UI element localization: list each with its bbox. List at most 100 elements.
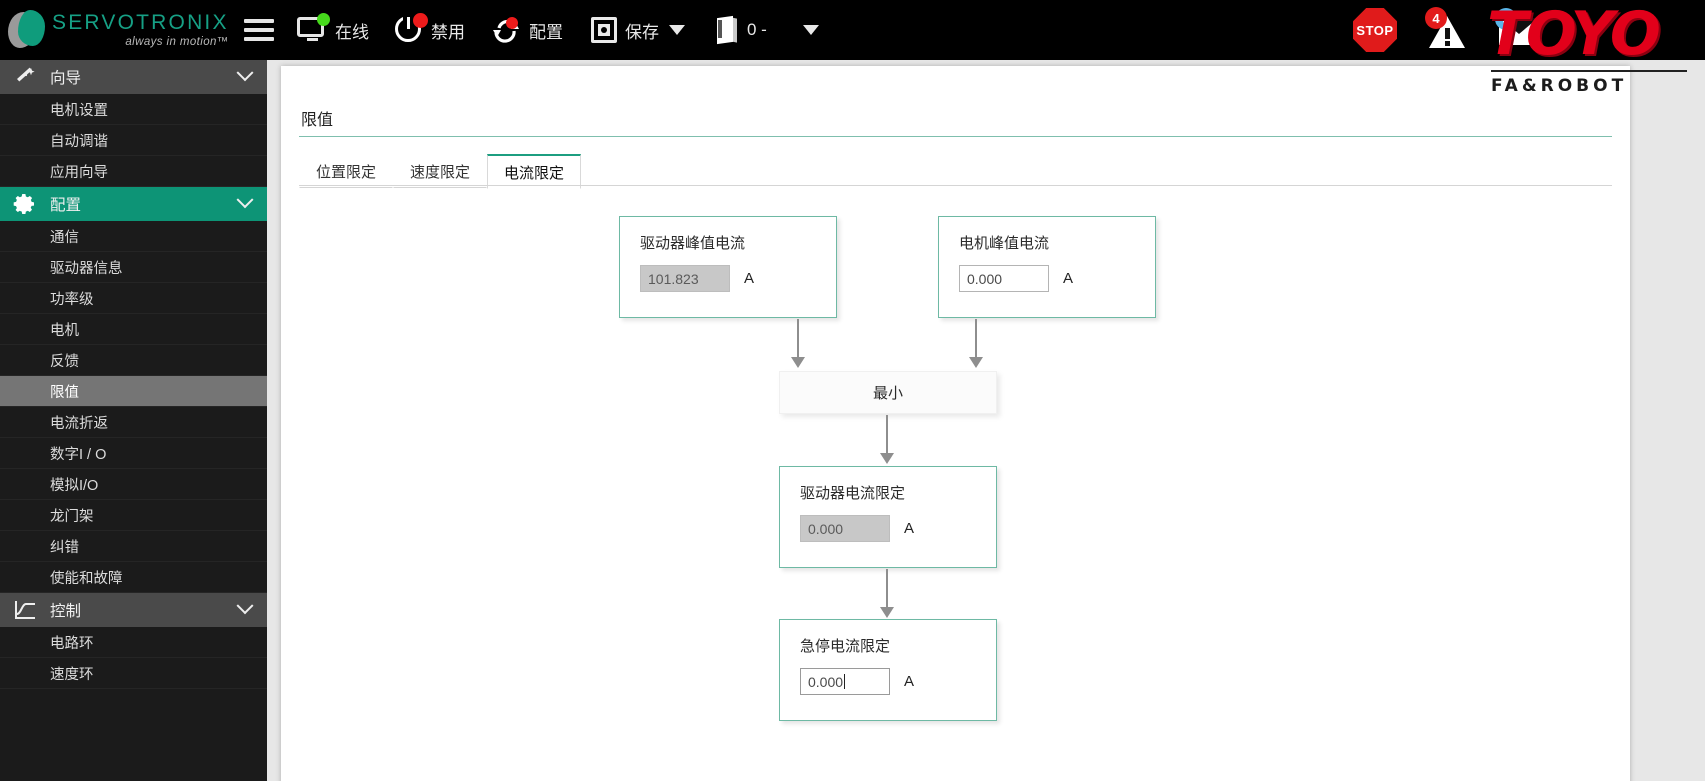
sidebar-item-drive-info[interactable]: 驱动器信息	[0, 252, 267, 283]
sidebar-item-current-foldback[interactable]: 电流折返	[0, 407, 267, 438]
alerts-badge: 4	[1425, 7, 1447, 29]
disable-drive-button[interactable]: 禁用	[386, 0, 474, 60]
sidebar-item-current-loop[interactable]: 电路环	[0, 627, 267, 658]
sidebar-item-label: 自动调谐	[50, 133, 108, 150]
limits-panel: 限值 位置限定 速度限定 电流限定 驱动器峰值电流 101.823 A 电机峰值…	[281, 66, 1630, 781]
motor-peak-current-label: 电机峰值电流	[959, 235, 1050, 252]
title-divider	[299, 136, 1612, 137]
messages-button[interactable]: 0	[1483, 0, 1555, 60]
sidebar-item-app-wizard[interactable]: 应用向导	[0, 156, 267, 187]
drive-current-limit-box: 驱动器电流限定 0.000 A	[779, 466, 997, 568]
sidebar-item-feedback[interactable]: 反馈	[0, 345, 267, 376]
tabs-divider	[299, 185, 1612, 186]
sidebar-item-motor-setup[interactable]: 电机设置	[0, 94, 267, 125]
sidebar-item-enable-and-fault[interactable]: 使能和故障	[0, 562, 267, 593]
drive-current-limit-unit: A	[904, 520, 915, 537]
hamburger-icon	[244, 19, 274, 41]
sidebar-item-gantry[interactable]: 龙门架	[0, 500, 267, 531]
chart-icon	[0, 599, 50, 621]
sidebar-navigation: 向导 电机设置 自动调谐 应用向导 配置 通信 驱动器信息 功率级 电机 反馈 …	[0, 60, 267, 781]
stop-label: STOP	[1356, 22, 1394, 38]
sidebar-item-label: 电流折返	[50, 415, 108, 432]
online-status-button[interactable]: 在线	[288, 0, 378, 60]
arrow-drive-limit-to-estop	[880, 569, 894, 619]
sidebar-item-limits[interactable]: 限值	[0, 376, 267, 407]
sidebar-group-configuration[interactable]: 配置	[0, 187, 267, 221]
tab-velocity-limits[interactable]: 速度限定	[393, 155, 488, 188]
sidebar-item-autotune[interactable]: 自动调谐	[0, 125, 267, 156]
save-button[interactable]: 保存	[582, 0, 694, 60]
chevron-down-icon[interactable]	[223, 597, 267, 616]
sidebar-item-label: 模拟I/O	[50, 477, 99, 494]
drive-current-limit-label: 驱动器电流限定	[800, 485, 906, 502]
sidebar-item-label: 纠错	[50, 539, 79, 556]
drive-peak-current-box: 驱动器峰值电流 101.823 A	[619, 216, 837, 318]
sidebar-item-label: 应用向导	[50, 164, 108, 181]
tab-position-limits[interactable]: 位置限定	[299, 155, 394, 188]
tab-label: 速度限定	[410, 164, 471, 181]
chevron-down-icon[interactable]	[223, 64, 267, 83]
save-icon	[591, 17, 617, 43]
drive-peak-current-label: 驱动器峰值电流	[640, 235, 746, 252]
chevron-down-icon[interactable]	[223, 191, 267, 210]
arrow-min-to-drive-limit	[880, 415, 894, 465]
drive-peak-current-input: 101.823	[640, 265, 730, 292]
sidebar-group-wizard[interactable]: 向导	[0, 60, 267, 94]
sidebar-item-velocity-loop[interactable]: 速度环	[0, 658, 267, 689]
motor-peak-current-input[interactable]: 0.000	[959, 265, 1049, 292]
sidebar-item-label: 龙门架	[50, 508, 94, 525]
tab-bar: 位置限定 速度限定 电流限定	[299, 152, 1612, 189]
estop-current-limit-input[interactable]: 0.000	[800, 668, 890, 695]
sidebar-item-label: 使能和故障	[50, 570, 123, 587]
sidebar-item-label: 通信	[50, 229, 79, 246]
motor-peak-current-unit: A	[1063, 270, 1074, 287]
estop-current-limit-label: 急停电流限定	[800, 638, 891, 655]
sidebar-item-label: 驱动器信息	[50, 260, 123, 277]
sidebar-group-control[interactable]: 控制	[0, 593, 267, 627]
min-function-node: 最小	[779, 371, 997, 414]
monitor-online-icon	[297, 13, 330, 43]
mail-icon: 0	[1495, 8, 1539, 46]
motor-peak-current-value: 0.000	[967, 270, 1003, 287]
sidebar-item-label: 电机	[50, 322, 79, 339]
wand-icon	[0, 66, 50, 88]
content-area: 限值 位置限定 速度限定 电流限定 驱动器峰值电流 101.823 A 电机峰值…	[267, 60, 1705, 781]
save-dropdown-caret-icon[interactable]	[669, 25, 685, 35]
arrow-motor-peak-to-min	[969, 319, 983, 369]
tab-current-limits[interactable]: 电流限定	[487, 154, 582, 189]
sidebar-item-label: 功率级	[50, 291, 94, 308]
sidebar-item-label: 电机设置	[50, 102, 108, 119]
sidebar-item-motor[interactable]: 电机	[0, 314, 267, 345]
drive-current-limit-value: 0.000	[808, 520, 844, 537]
emergency-stop-button[interactable]: STOP	[1337, 0, 1413, 60]
config-button[interactable]: 配置	[482, 0, 572, 60]
sidebar-item-communication[interactable]: 通信	[0, 221, 267, 252]
sidebar-item-power-stage[interactable]: 功率级	[0, 283, 267, 314]
motor-peak-current-box: 电机峰值电流 0.000 A	[938, 216, 1156, 318]
sidebar-item-analog-io[interactable]: 模拟I/O	[0, 469, 267, 500]
estop-current-limit-box: 急停电流限定 0.000 A	[779, 619, 997, 721]
axis-selector[interactable]: 0 -	[708, 0, 776, 60]
top-toolbar: SERVOTRONIX always in motion™ 在线 禁用	[0, 0, 1705, 60]
sidebar-item-label: 电路环	[50, 635, 94, 652]
drive-icon	[717, 15, 739, 45]
drive-peak-current-value: 101.823	[648, 270, 699, 287]
axis-dropdown-button[interactable]	[794, 0, 828, 60]
min-function-label: 最小	[872, 385, 903, 402]
sidebar-item-digital-io[interactable]: 数字I / O	[0, 438, 267, 469]
sidebar-group-label: 向导	[50, 70, 82, 87]
menu-toggle-button[interactable]	[230, 0, 288, 60]
sidebar-item-label: 反馈	[50, 353, 79, 370]
tab-label: 电流限定	[504, 164, 565, 182]
sidebar-item-label: 限值	[50, 384, 79, 401]
online-status-label: 在线	[335, 22, 369, 42]
sidebar-group-label: 控制	[50, 603, 82, 620]
page-title: 限值	[301, 112, 334, 129]
servotronix-logo: SERVOTRONIX always in motion™	[0, 0, 230, 60]
gear-icon	[0, 192, 50, 216]
arrow-drive-peak-to-min	[791, 319, 805, 369]
sidebar-item-error-correction[interactable]: 纠错	[0, 531, 267, 562]
alerts-button[interactable]: 4	[1413, 0, 1483, 60]
estop-current-limit-unit: A	[904, 673, 915, 690]
